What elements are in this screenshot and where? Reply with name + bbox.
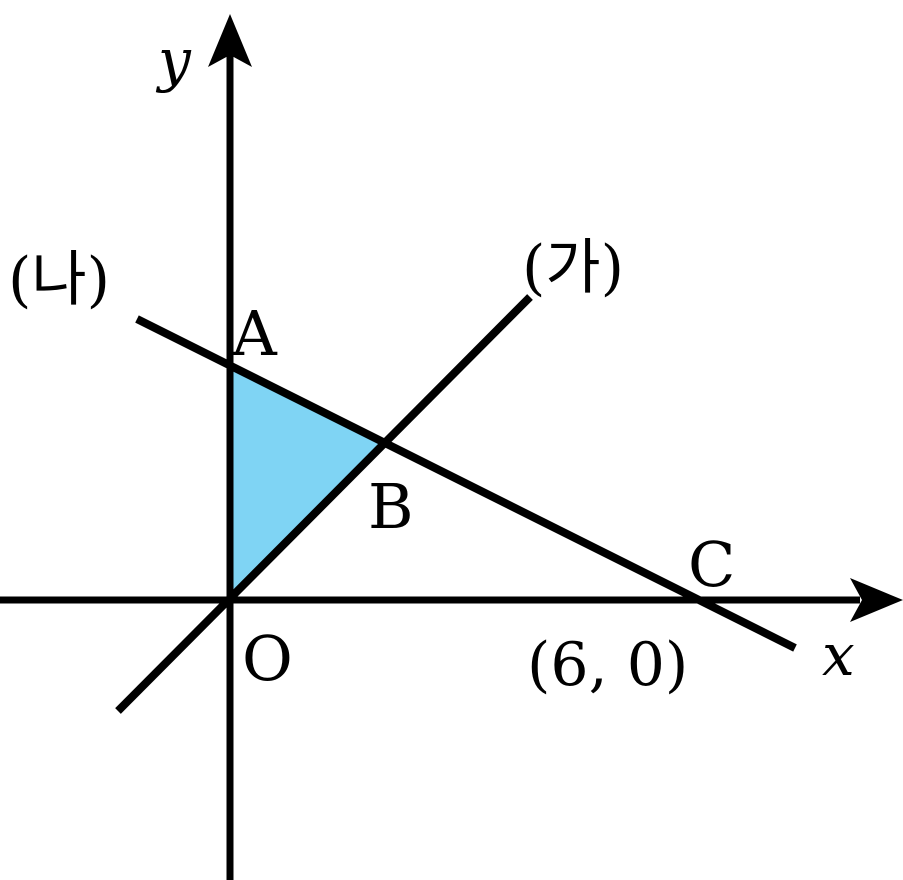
- y-axis-label: y: [155, 26, 192, 94]
- point-b-label: B: [368, 470, 414, 543]
- point-c-label: C: [688, 528, 735, 601]
- line-ga-label: (가): [522, 233, 624, 303]
- y-axis-arrowhead: [208, 14, 252, 67]
- point-a-label: A: [231, 297, 278, 370]
- point-c-coordinates: (6, 0): [527, 630, 688, 700]
- origin-label: O: [242, 622, 293, 695]
- x-axis-label: x: [822, 621, 855, 689]
- line-na: [135, 315, 797, 652]
- line-na-label: (나): [8, 245, 110, 315]
- line-ga: [115, 294, 533, 714]
- x-axis-arrowhead: [850, 578, 903, 622]
